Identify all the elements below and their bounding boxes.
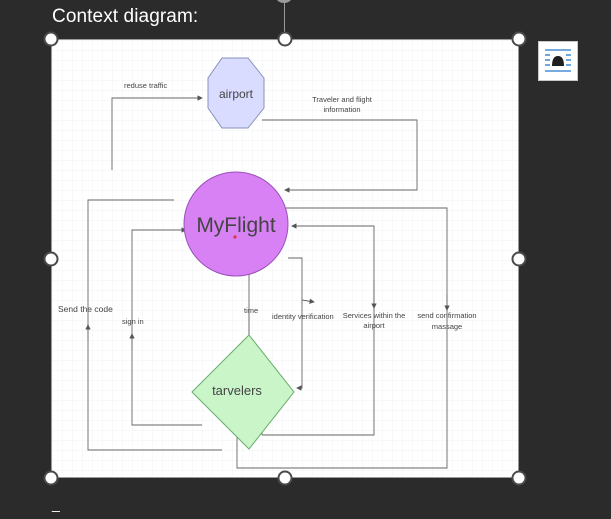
connector-reduce-traffic — [111, 95, 203, 170]
send-code-label: Send the code — [58, 304, 113, 314]
diagram-image[interactable]: airport MyFlight tarvelers reduse traffi… — [51, 39, 519, 478]
connector-identity — [288, 257, 303, 391]
traveler-info-label-1: Traveler and flight — [312, 95, 373, 104]
connector-sign-in — [131, 227, 202, 426]
myflight-node — [183, 171, 289, 277]
layout-options-icon — [545, 49, 571, 72]
rotation-stem — [284, 0, 285, 32]
send-confirmation-label-2: massage — [432, 322, 462, 331]
grid-background — [52, 40, 518, 477]
layout-options-button[interactable] — [538, 41, 578, 81]
red-dot — [233, 235, 237, 239]
send-confirmation-label-1: send confirmation — [417, 311, 476, 320]
connector-traveler-info — [262, 119, 418, 193]
slide-heading: Context diagram: — [52, 6, 199, 27]
services-label-2: airport — [363, 321, 385, 330]
resize-handle-bottom-center[interactable] — [277, 470, 293, 486]
resize-handle-top-center[interactable] — [277, 31, 293, 47]
time-label: time — [244, 306, 258, 315]
context-diagram: airport MyFlight tarvelers reduse traffi… — [52, 40, 518, 477]
resize-handle-middle-left[interactable] — [43, 251, 59, 267]
reduce-traffic-label: reduse traffic — [124, 81, 167, 90]
travelers-label: tarvelers — [212, 383, 262, 398]
resize-handle-top-left[interactable] — [43, 31, 59, 47]
sign-in-label: sign in — [122, 317, 144, 326]
connector-identity-branch — [301, 298, 315, 304]
identity-verification-label: identity verification — [272, 312, 334, 321]
travelers-node — [191, 334, 295, 450]
resize-handle-bottom-right[interactable] — [511, 470, 527, 486]
traveler-info-label-2: information — [323, 105, 360, 114]
airport-node — [207, 57, 265, 129]
services-label-1: Services within the — [343, 311, 406, 320]
connector-services — [262, 223, 375, 436]
myflight-label: MyFlight — [196, 214, 276, 237]
text-cursor: _ — [52, 496, 60, 512]
connector-confirmation — [236, 207, 448, 469]
airport-label: airport — [219, 87, 254, 101]
resize-handle-bottom-left[interactable] — [43, 470, 59, 486]
resize-handle-middle-right[interactable] — [511, 251, 527, 267]
resize-handle-top-right[interactable] — [511, 31, 527, 47]
rotation-handle[interactable] — [276, 0, 292, 3]
